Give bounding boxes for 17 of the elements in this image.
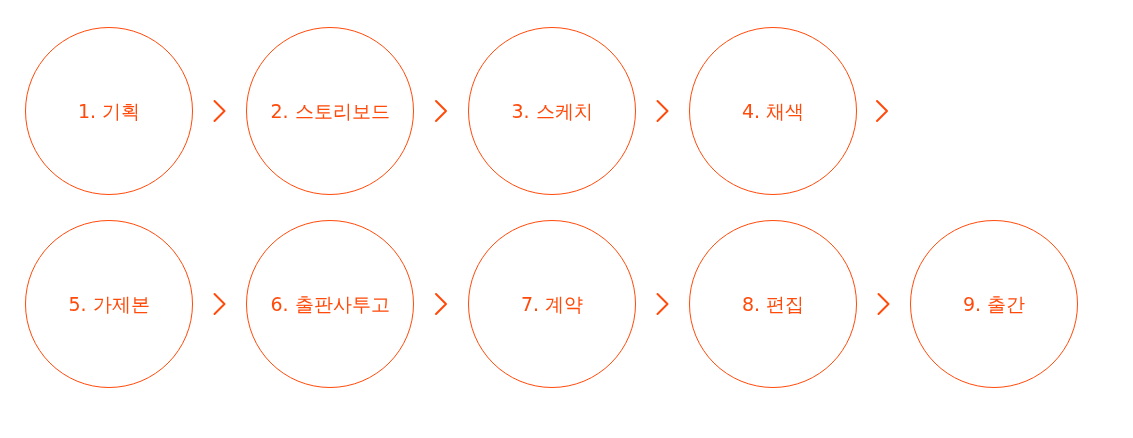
step-label: 7. 계약 — [520, 291, 584, 317]
chevron-arrow — [213, 100, 226, 122]
chevron-arrow — [877, 293, 890, 315]
chevron-arrow — [435, 293, 447, 315]
step-label: 6. 출판사투고 — [270, 291, 390, 317]
chevron-arrow — [213, 293, 226, 315]
step-label: 4. 채색 — [741, 98, 805, 124]
step-label: 3. 스케치 — [511, 98, 593, 124]
step-label: 8. 편집 — [741, 291, 805, 317]
step-label: 2. 스토리보드 — [270, 98, 390, 124]
chevron-arrow — [656, 100, 669, 122]
chevron-arrow — [656, 293, 669, 315]
step-label: 5. 가제본 — [68, 291, 150, 317]
chevron-arrow — [876, 100, 888, 122]
step-label: 9. 출간 — [962, 291, 1026, 317]
chevron-arrow — [435, 100, 447, 122]
step-label: 1. 기획 — [77, 98, 141, 124]
